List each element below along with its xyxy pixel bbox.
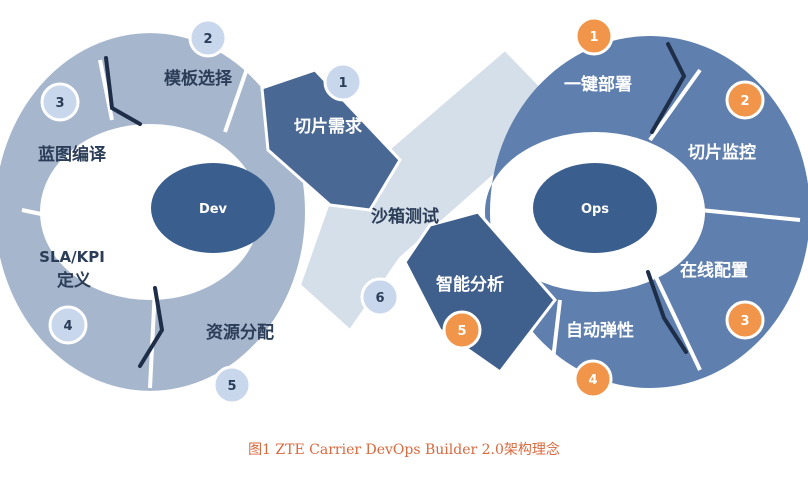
dev-badge-5 [212,365,252,405]
bridge-badge [360,277,400,317]
svg-text:3: 3 [740,314,749,329]
figure-caption: 图1 ZTE Carrier DevOps Builder 2.0架构理念 [248,442,560,458]
bridge-badge-num: 6 [375,291,384,306]
ops-core [533,163,657,253]
ops-step-2-label: 切片监控 [688,142,756,163]
dev-badge-2 [188,18,228,58]
svg-text:1: 1 [338,76,347,91]
dev-step-1-segment [260,68,402,212]
dev-badges: 1 2 3 4 5 [40,18,363,405]
dev-badge-4 [48,305,88,345]
svg-text:4: 4 [63,319,72,334]
svg-text:3: 3 [55,96,64,111]
ops-badge-4 [573,359,613,399]
ops-step-5-label: 智能分析 [436,274,504,295]
dev-core-label: Dev [199,202,228,217]
dev-core [151,163,275,253]
ops-badge-3 [725,300,765,340]
svg-text:2: 2 [740,94,749,109]
dev-badge-3 [40,82,80,122]
dev-step-3-label: 蓝图编译 [38,144,107,165]
ops-badge-5 [442,310,482,350]
dev-step-5-label: 资源分配 [206,322,274,343]
ops-badges: 1 2 3 4 5 [442,16,765,399]
svg-text:5: 5 [227,379,236,394]
ops-step-4-label: 自动弹性 [566,320,634,341]
svg-text:1: 1 [589,30,598,45]
ops-step-5-segment [403,210,557,375]
ops-badge-1 [574,16,614,56]
ops-ring-dividers [646,42,688,354]
ops-badge-2 [725,80,765,120]
dev-badge-1 [323,62,363,102]
ops-ring-separators [548,68,801,386]
dev-ring-separators [21,59,252,389]
bridge-sandbox [298,48,567,332]
svg-text:2: 2 [203,32,212,47]
svg-text:5: 5 [457,324,466,339]
dev-step-4-label2: 定义 [57,270,91,291]
ops-ring-band [485,36,808,388]
bridge-label: 沙箱测试 [371,206,439,227]
ops-step-3-label: 在线配置 [680,260,748,281]
ops-core-label: Ops [581,202,609,217]
dev-ring-dividers [104,56,165,368]
dev-step-1-label: 切片需求 [294,116,362,137]
svg-text:4: 4 [588,373,597,388]
dev-step-4-label: SLA/KPI [39,248,105,266]
ops-step-1-label: 一键部署 [564,74,632,95]
dev-step-2-label: 模板选择 [164,68,233,89]
